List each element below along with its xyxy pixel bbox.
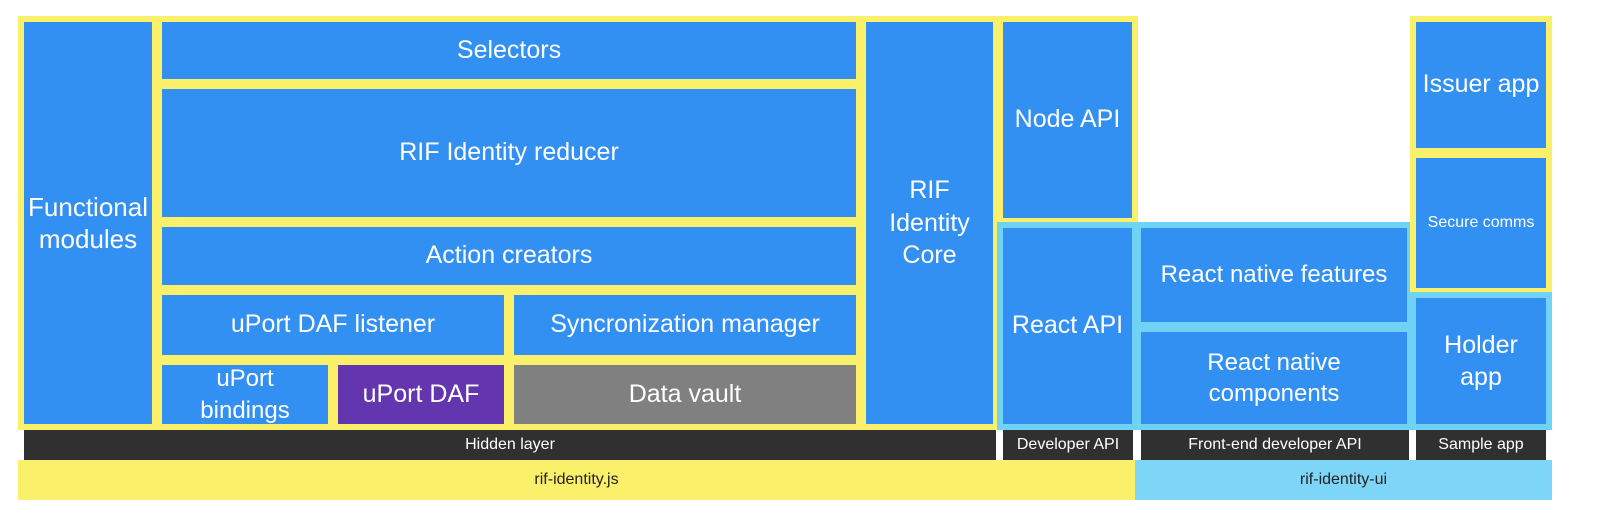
rif-identity-ui-package: rif-identity-ui bbox=[1135, 460, 1552, 500]
rif-identity-reducer-block: RIF Identity reducer bbox=[156, 83, 862, 223]
react-api-block: React API bbox=[997, 222, 1138, 430]
node-api-block: Node API bbox=[997, 16, 1138, 224]
uport-bindings-block: uPort bindings bbox=[156, 359, 334, 430]
secure-comms-block: Secure comms bbox=[1410, 152, 1552, 294]
rif-identity-js-label: rif-identity.js bbox=[534, 471, 619, 488]
issuer-app-block: Issuer app bbox=[1410, 16, 1552, 154]
syncronization-manager-block: Syncronization manager bbox=[508, 289, 862, 361]
data-vault-block: Data vault bbox=[508, 359, 862, 430]
holder-app-block: Holder app bbox=[1410, 292, 1552, 430]
hidden-layer-label: Hidden layer bbox=[24, 430, 996, 460]
action-creators-block: Action creators bbox=[156, 221, 862, 291]
sample-app-label: Sample app bbox=[1416, 430, 1546, 460]
uport-daf-listener-block: uPort DAF listener bbox=[156, 289, 510, 361]
rif-identity-ui-label: rif-identity-ui bbox=[1299, 471, 1388, 488]
uport-daf-block: uPort DAF bbox=[332, 359, 510, 430]
react-native-components-block: React native components bbox=[1135, 326, 1413, 430]
rif-identity-js-package: rif-identity.js bbox=[18, 460, 1135, 500]
selectors-block: Selectors bbox=[156, 16, 862, 85]
react-native-features-block: React native features bbox=[1135, 222, 1413, 328]
front-end-developer-api-label: Front-end developer API bbox=[1141, 430, 1409, 460]
developer-api-label: Developer API bbox=[1003, 430, 1133, 460]
rif-identity-core-block: RIF Identity Core bbox=[860, 16, 999, 430]
functional-modules-block: Functional modules bbox=[18, 16, 158, 430]
